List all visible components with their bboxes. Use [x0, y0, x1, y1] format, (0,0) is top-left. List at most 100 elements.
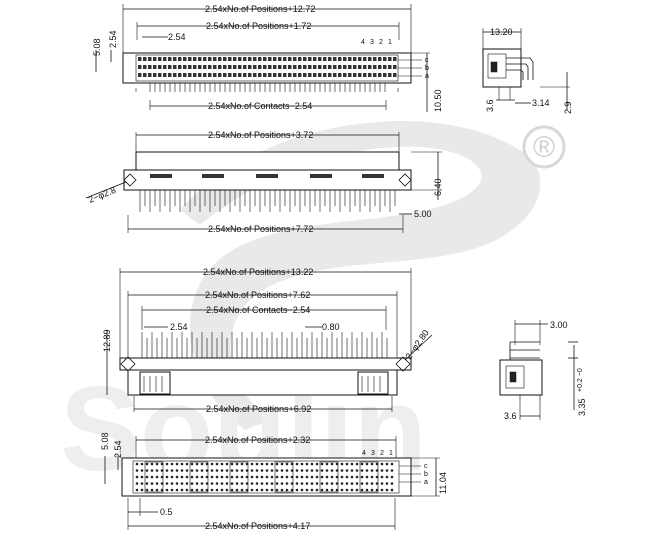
view4-pin: [305, 469, 309, 472]
view1-pin: [378, 57, 382, 61]
view1-pin: [283, 57, 287, 61]
view1-pin: [263, 73, 267, 77]
view4-pin: [380, 482, 384, 485]
view2-left-hole: [123, 173, 137, 187]
view1-pin: [303, 65, 307, 69]
view4-pin: [320, 462, 324, 466]
view4-pin: [295, 488, 299, 492]
view3-body: [127, 369, 398, 396]
view4-pin: [235, 488, 239, 492]
view1-pin: [333, 57, 337, 61]
view1-pin: [228, 57, 232, 61]
view1-pin: [318, 73, 322, 77]
view4-pin: [160, 462, 164, 466]
view4-pin: [335, 469, 339, 472]
view3-flange: [119, 357, 412, 371]
view1-pin: [183, 57, 187, 61]
view1-pin: [343, 57, 347, 61]
view4-pin: [280, 482, 284, 485]
view4-pin: [165, 488, 169, 492]
view4-pin: [355, 475, 359, 479]
view4-pin: [375, 475, 379, 479]
view4-pin: [215, 475, 219, 479]
view4-pin: [150, 482, 154, 485]
view4-pin: [235, 475, 239, 479]
view4-pin: [310, 462, 314, 466]
view4-block: [229, 461, 249, 493]
view1-pin: [228, 65, 232, 69]
view4-pin: [270, 462, 274, 466]
view4-pin: [150, 475, 154, 479]
view1-legs: [149, 83, 386, 92]
view4-pin: [265, 488, 269, 492]
view4-pin: [365, 475, 369, 479]
view1-pin: [243, 65, 247, 69]
view4-pin: [380, 469, 384, 472]
view4-pin: [340, 475, 344, 479]
view1-pin: [203, 57, 207, 61]
view1-pin: [388, 73, 392, 77]
view1-pin: [268, 57, 272, 61]
view4-pin: [200, 462, 204, 466]
view1-pin: [393, 73, 397, 77]
view2-right-hole: [398, 173, 412, 187]
view4-pin: [145, 475, 149, 479]
view4-pin: [145, 488, 149, 492]
view1-pin: [308, 57, 312, 61]
view1-pin: [198, 57, 202, 61]
view4-pin: [345, 469, 349, 472]
view4-pin: [235, 462, 239, 466]
view1-pin: [368, 65, 372, 69]
view4-pin: [390, 475, 394, 479]
side-view-top: 13.20 3.6 3.14 2.9: [482, 27, 573, 114]
view4-pin: [135, 475, 139, 479]
view4-pin: [205, 462, 209, 466]
view1-pin: [203, 65, 207, 69]
view4-pin: [350, 462, 354, 466]
view4-pin: [345, 488, 349, 492]
view1-pin: [178, 57, 182, 61]
view4-pin: [185, 482, 189, 485]
view4-pin: [390, 462, 394, 466]
view1-pin: [253, 73, 257, 77]
view1-pin: [148, 57, 152, 61]
view4-pin: [320, 488, 324, 492]
view4-block: [359, 461, 379, 493]
view1-pin: [248, 57, 252, 61]
view1-pin: [258, 73, 262, 77]
view1-pin: [153, 65, 157, 69]
view1-pin: [158, 65, 162, 69]
view4-pin: [220, 488, 224, 492]
view1-pin: [323, 73, 327, 77]
view1-pin: [298, 73, 302, 77]
view1-dim-second: 2.54xNo.of Positions+1.72: [206, 21, 311, 31]
view1-pin: [373, 73, 377, 77]
view4-pin: [245, 475, 249, 479]
view1-pin: [368, 57, 372, 61]
view4-pin: [200, 488, 204, 492]
view4-pin: [300, 482, 304, 485]
view4-pin: [160, 469, 164, 472]
view1-pin: [313, 65, 317, 69]
view4-pin: [315, 488, 319, 492]
view1-pin: [138, 65, 142, 69]
view4-pin: [175, 475, 179, 479]
view3-dim-hole: 2−φ2.80: [403, 328, 430, 361]
view1-pin: [348, 57, 352, 61]
view4-pin: [180, 475, 184, 479]
view4-pin: [270, 475, 274, 479]
view1-pin: [238, 57, 242, 61]
view4-pin: [290, 482, 294, 485]
view1-pin: [238, 73, 242, 77]
view1-pin: [383, 57, 387, 61]
view1-pin: [158, 73, 162, 77]
view4-pin: [150, 488, 154, 492]
view1-pin: [383, 65, 387, 69]
view4-pin: [170, 482, 174, 485]
view4-pin: [215, 462, 219, 466]
view4-block: [319, 461, 339, 493]
view2-legs: [139, 190, 396, 212]
view4-pin: [345, 475, 349, 479]
view4-pin: [355, 469, 359, 472]
view1-pin: [188, 73, 192, 77]
